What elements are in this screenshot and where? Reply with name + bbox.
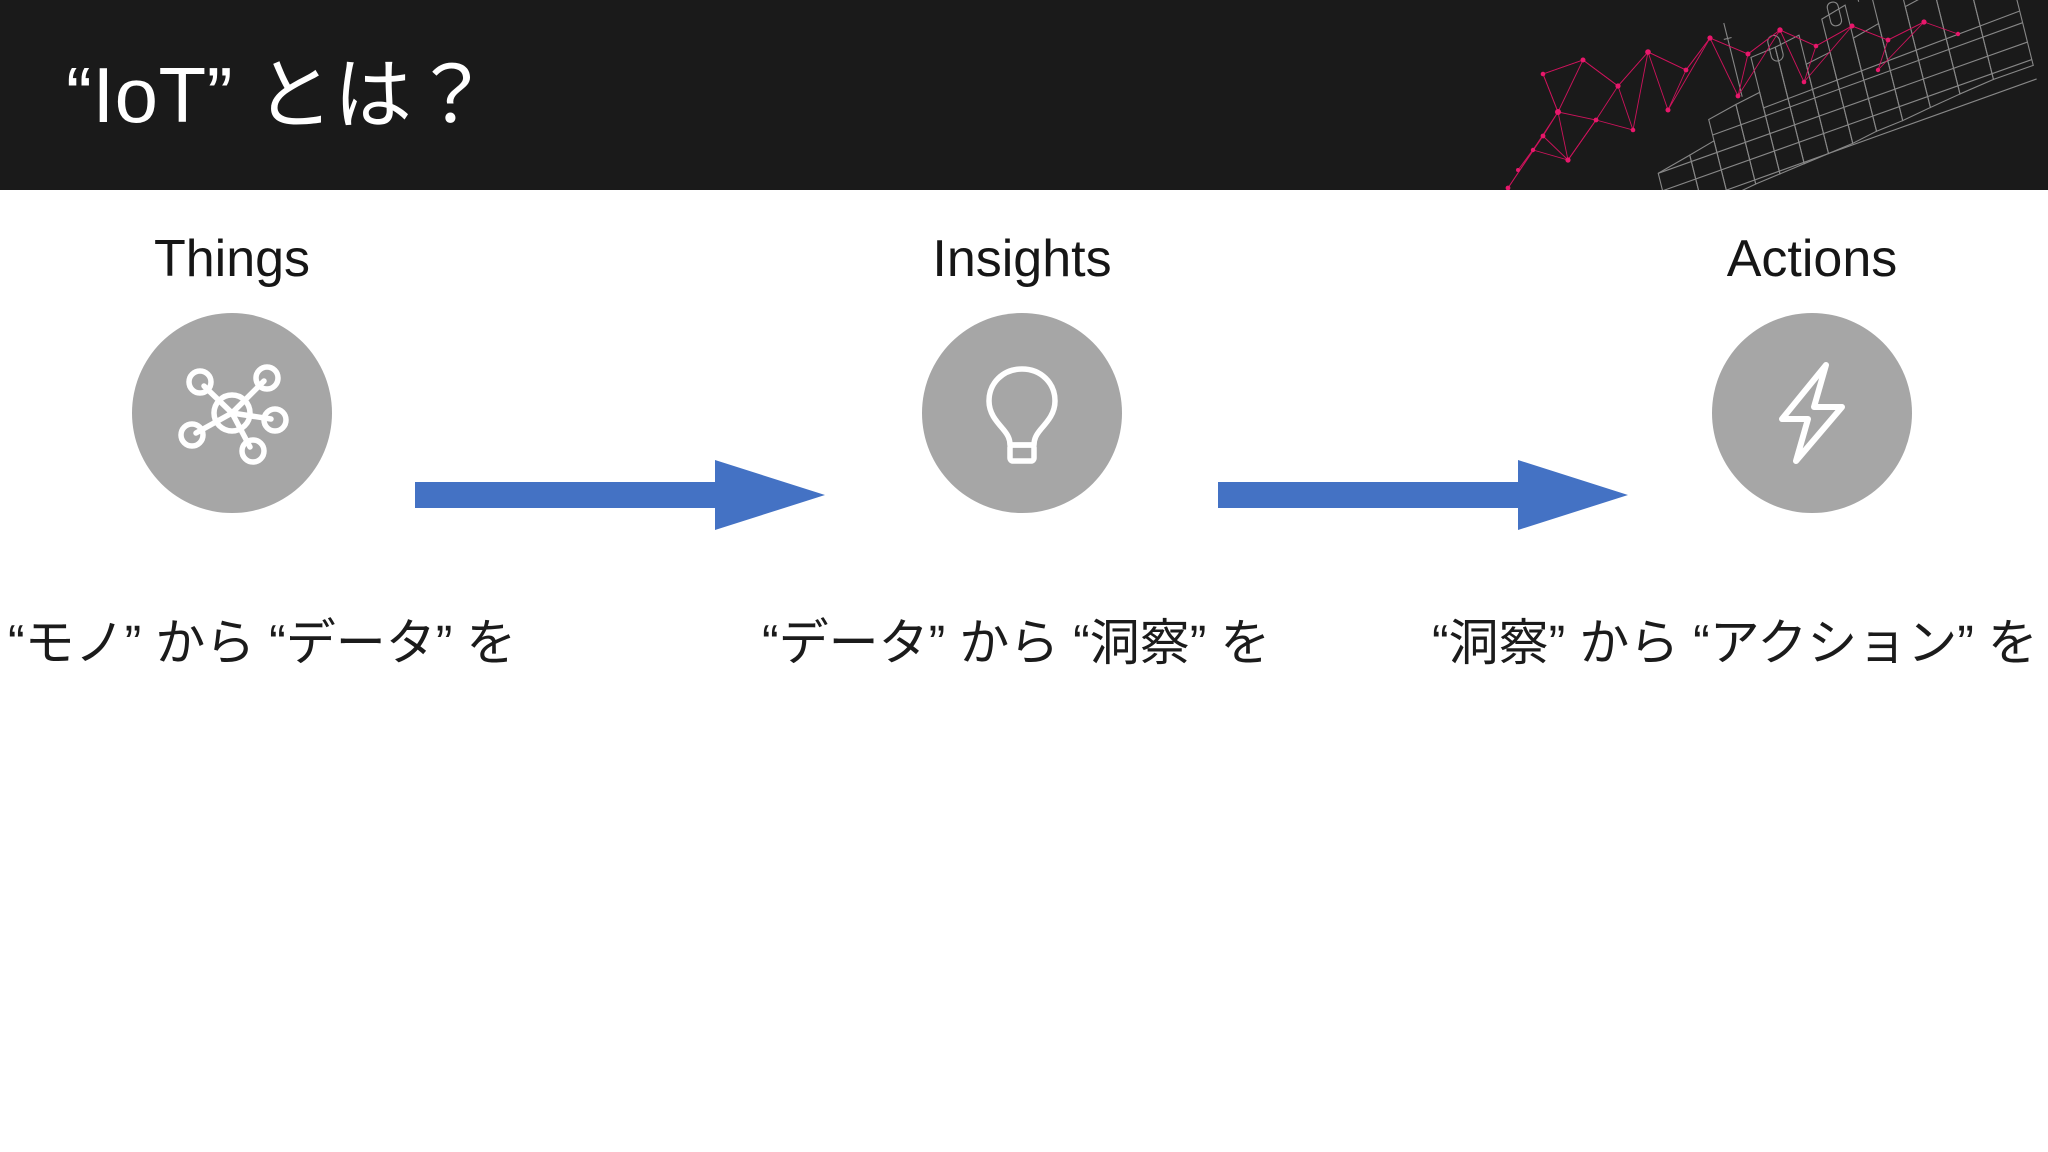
caption-actions: “洞察” から “アクション” を	[1432, 615, 2038, 671]
arrow-insights-to-actions	[1218, 458, 1628, 532]
lightbulb-icon	[986, 365, 1058, 464]
caption-insights: “データ” から “洞察” を	[762, 615, 1271, 671]
stage-label-things: Things	[153, 230, 311, 288]
flow-stage-things: Things	[22, 190, 442, 513]
page-title: “IoT” とは？	[66, 51, 491, 139]
iot-flow-diagram: Things	[0, 190, 2048, 750]
stage-label-insights: Insights	[932, 230, 1112, 288]
stage-badge-actions	[1712, 312, 1912, 513]
caption-things: “モノ” から “データ” を	[8, 615, 517, 671]
network-node-icon	[178, 363, 289, 465]
arrow-things-to-insights	[415, 458, 825, 532]
title-banner: “IoT” とは？	[0, 0, 2048, 190]
stage-badge-things	[132, 312, 332, 513]
stage-label-actions: Actions	[1726, 230, 1898, 288]
stage-captions: “モノ” から “データ” を “データ” から “洞察” を “洞察” から …	[0, 612, 2048, 722]
stage-badge-insights	[922, 312, 1122, 513]
wireframe-city-network-artwork	[1448, 0, 2048, 190]
flow-stage-insights: Insights	[812, 190, 1232, 513]
lightning-bolt-icon	[1779, 361, 1845, 464]
flow-stage-actions: Actions	[1602, 190, 2022, 513]
